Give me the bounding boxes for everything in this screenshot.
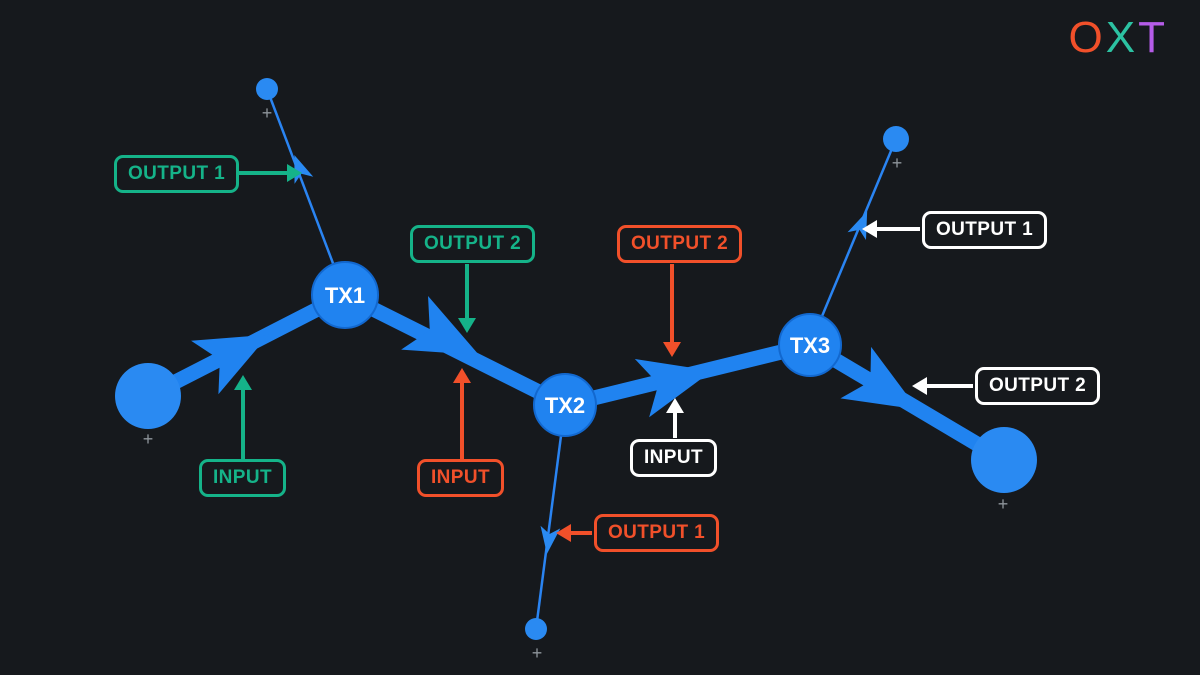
plus-icon: + xyxy=(262,103,273,123)
oxt-logo: OXT xyxy=(1069,16,1168,60)
tx1-node xyxy=(311,261,379,329)
tx1-label: TX1 xyxy=(325,283,365,308)
arrow-left-icon xyxy=(556,524,571,542)
tx2-node xyxy=(533,373,597,437)
arrow-up-icon xyxy=(453,368,471,383)
arrow-down-icon xyxy=(663,342,681,357)
plus-icon: + xyxy=(998,494,1009,514)
arrow-left-icon xyxy=(912,377,927,395)
thin-arrowhead-icon xyxy=(294,155,314,184)
line-tx2-output1 xyxy=(534,404,567,630)
plus-icon: + xyxy=(143,429,154,449)
destination-address-node xyxy=(971,427,1037,493)
callout-tx3-input: INPUT xyxy=(630,439,717,477)
edge-arrowhead-icon xyxy=(401,295,479,356)
arrow-up-icon xyxy=(666,398,684,413)
arrow-down-icon xyxy=(458,318,476,333)
logo-letter-o: O xyxy=(1068,13,1106,62)
tx2-label: TX2 xyxy=(545,393,585,418)
tx3-output1-address-node xyxy=(883,126,909,152)
line-tx1-output1 xyxy=(265,88,347,296)
arrow-up-icon xyxy=(234,375,252,390)
arrow-left-icon xyxy=(862,220,877,238)
plus-icon: + xyxy=(892,153,903,173)
callout-tx3-output1: OUTPUT 1 xyxy=(922,211,1048,249)
callout-tx2-output2: OUTPUT 2 xyxy=(617,225,743,263)
callout-tx2-output1: OUTPUT 1 xyxy=(594,514,720,552)
thin-arrowhead-icon xyxy=(540,525,561,554)
callout-tx3-output2: OUTPUT 2 xyxy=(975,367,1101,405)
logo-letter-t: T xyxy=(1138,13,1168,62)
tx3-node xyxy=(778,313,842,377)
callout-tx1-output1: OUTPUT 1 xyxy=(114,155,240,193)
tx1-output1-address-node xyxy=(256,78,278,100)
source-address-node xyxy=(115,363,181,429)
callout-tx1-input: INPUT xyxy=(199,459,286,497)
edge-arrowhead-icon xyxy=(840,346,918,410)
plus-icon: + xyxy=(532,643,543,663)
line-tx3-output1 xyxy=(808,138,898,346)
callout-tx2-input: INPUT xyxy=(417,459,504,497)
edge-arrowhead-icon xyxy=(634,358,712,418)
edge-arrowhead-icon xyxy=(191,334,269,395)
thin-arrowhead-icon xyxy=(847,211,868,241)
callout-tx1-output2: OUTPUT 2 xyxy=(410,225,536,263)
tx3-label: TX3 xyxy=(790,333,830,358)
arrow-right-icon xyxy=(287,164,302,182)
tx2-output1-address-node xyxy=(525,618,547,640)
logo-letter-x: X xyxy=(1105,13,1139,62)
